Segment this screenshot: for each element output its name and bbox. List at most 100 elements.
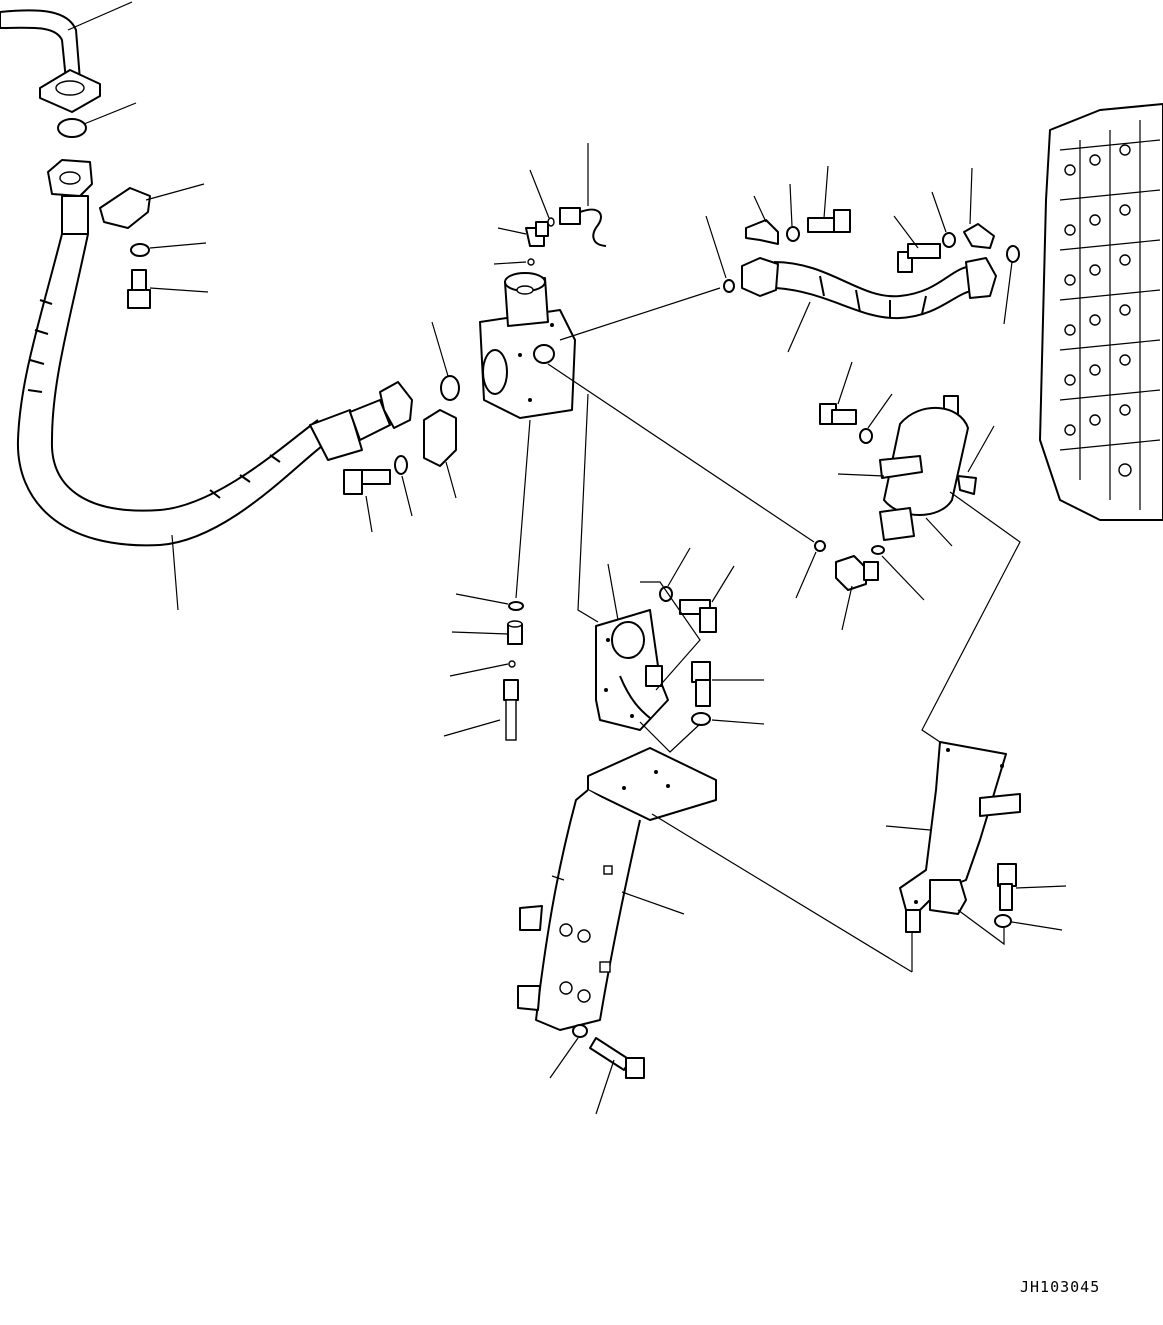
leader-line — [651, 813, 913, 973]
pressure-sensor — [835, 555, 879, 591]
leader-line — [621, 891, 685, 915]
leader-line — [705, 215, 727, 279]
washer — [942, 232, 956, 248]
washer — [691, 712, 711, 726]
leader-line — [711, 719, 765, 725]
washer — [572, 1024, 588, 1038]
leader-line — [451, 631, 509, 635]
leader-line — [515, 419, 531, 599]
leader-line — [1011, 921, 1063, 931]
leader-line — [549, 1037, 579, 1079]
side-bracket — [899, 741, 1021, 933]
leader-line — [431, 321, 449, 377]
leader-line — [1003, 261, 1013, 325]
leader-line — [639, 721, 701, 753]
leader-line — [149, 242, 207, 249]
drawing-code: JH103045 — [1020, 1278, 1101, 1296]
leader-line — [921, 491, 1021, 743]
oring-seal — [440, 375, 460, 401]
washer — [659, 586, 673, 602]
bolt — [589, 1037, 645, 1079]
main-mounting-bracket — [517, 747, 717, 1031]
leader-line — [83, 102, 137, 125]
small-seal — [547, 217, 555, 227]
oring-seal — [723, 279, 735, 293]
leader-line — [640, 581, 701, 691]
leader-line — [841, 585, 853, 631]
valve-block — [479, 272, 576, 419]
main-control-valve — [1039, 103, 1163, 521]
bolt — [343, 469, 391, 495]
leader-line — [885, 825, 931, 831]
leader-line — [957, 909, 1005, 946]
leader-line — [67, 1, 133, 31]
small-seal — [871, 545, 885, 555]
leader-line — [455, 593, 509, 605]
leader-line — [577, 393, 599, 623]
leader-line — [559, 287, 721, 341]
bolt — [127, 269, 151, 309]
leader-line — [795, 551, 817, 599]
leader-line — [667, 547, 691, 587]
leader-line — [149, 287, 209, 293]
bolt — [997, 863, 1017, 911]
leader-line — [867, 393, 893, 429]
bolt — [691, 661, 711, 707]
leader-line — [547, 363, 815, 543]
leader-line — [787, 301, 811, 353]
split-flange-clamp — [745, 219, 779, 245]
small-seal — [527, 258, 535, 266]
leader-line — [711, 565, 735, 603]
oring-seal — [57, 118, 87, 138]
bolt — [819, 403, 857, 425]
split-flange-clamp — [963, 223, 995, 249]
bolt — [679, 599, 717, 633]
adapter-fitting — [507, 620, 523, 645]
leader-line — [789, 183, 793, 227]
leader-line — [443, 719, 501, 737]
top-flange-elbow — [0, 9, 101, 113]
leader-line — [753, 195, 767, 223]
leader-line — [893, 215, 919, 249]
leader-line — [595, 1059, 615, 1115]
elbow-fitting — [525, 221, 549, 247]
leader-line — [837, 361, 853, 405]
small-seal — [814, 540, 826, 552]
leader-line — [969, 167, 973, 225]
leader-line — [445, 461, 457, 499]
leader-line — [449, 663, 509, 677]
hose-assembly-upper — [741, 257, 997, 320]
leader-line — [837, 473, 885, 477]
washer — [859, 428, 873, 444]
small-tube — [559, 207, 607, 247]
bolt — [807, 209, 851, 233]
oring-seal — [1006, 245, 1020, 263]
leader-line — [145, 183, 205, 201]
split-flange-clamp — [99, 187, 151, 229]
small-seal — [508, 660, 516, 668]
leader-line — [1015, 885, 1067, 889]
small-seal — [508, 601, 524, 611]
leader-line — [967, 425, 995, 473]
leader-line — [401, 475, 413, 517]
leader-line — [881, 555, 925, 601]
leader-line — [171, 534, 179, 611]
leader-line — [551, 875, 565, 881]
accumulator — [879, 395, 977, 541]
pressure-switch — [503, 679, 519, 741]
bolt — [897, 243, 941, 273]
leader-line — [365, 495, 373, 533]
leader-line — [925, 517, 953, 547]
washer — [130, 243, 150, 257]
leader-line — [607, 563, 619, 621]
washer — [994, 914, 1012, 928]
leader-line — [823, 165, 829, 219]
leader-line — [493, 261, 527, 265]
leader-line — [497, 227, 527, 235]
washer — [394, 455, 408, 475]
leader-line — [529, 169, 550, 219]
leader-line — [931, 191, 947, 233]
long-hose-left — [16, 159, 413, 547]
